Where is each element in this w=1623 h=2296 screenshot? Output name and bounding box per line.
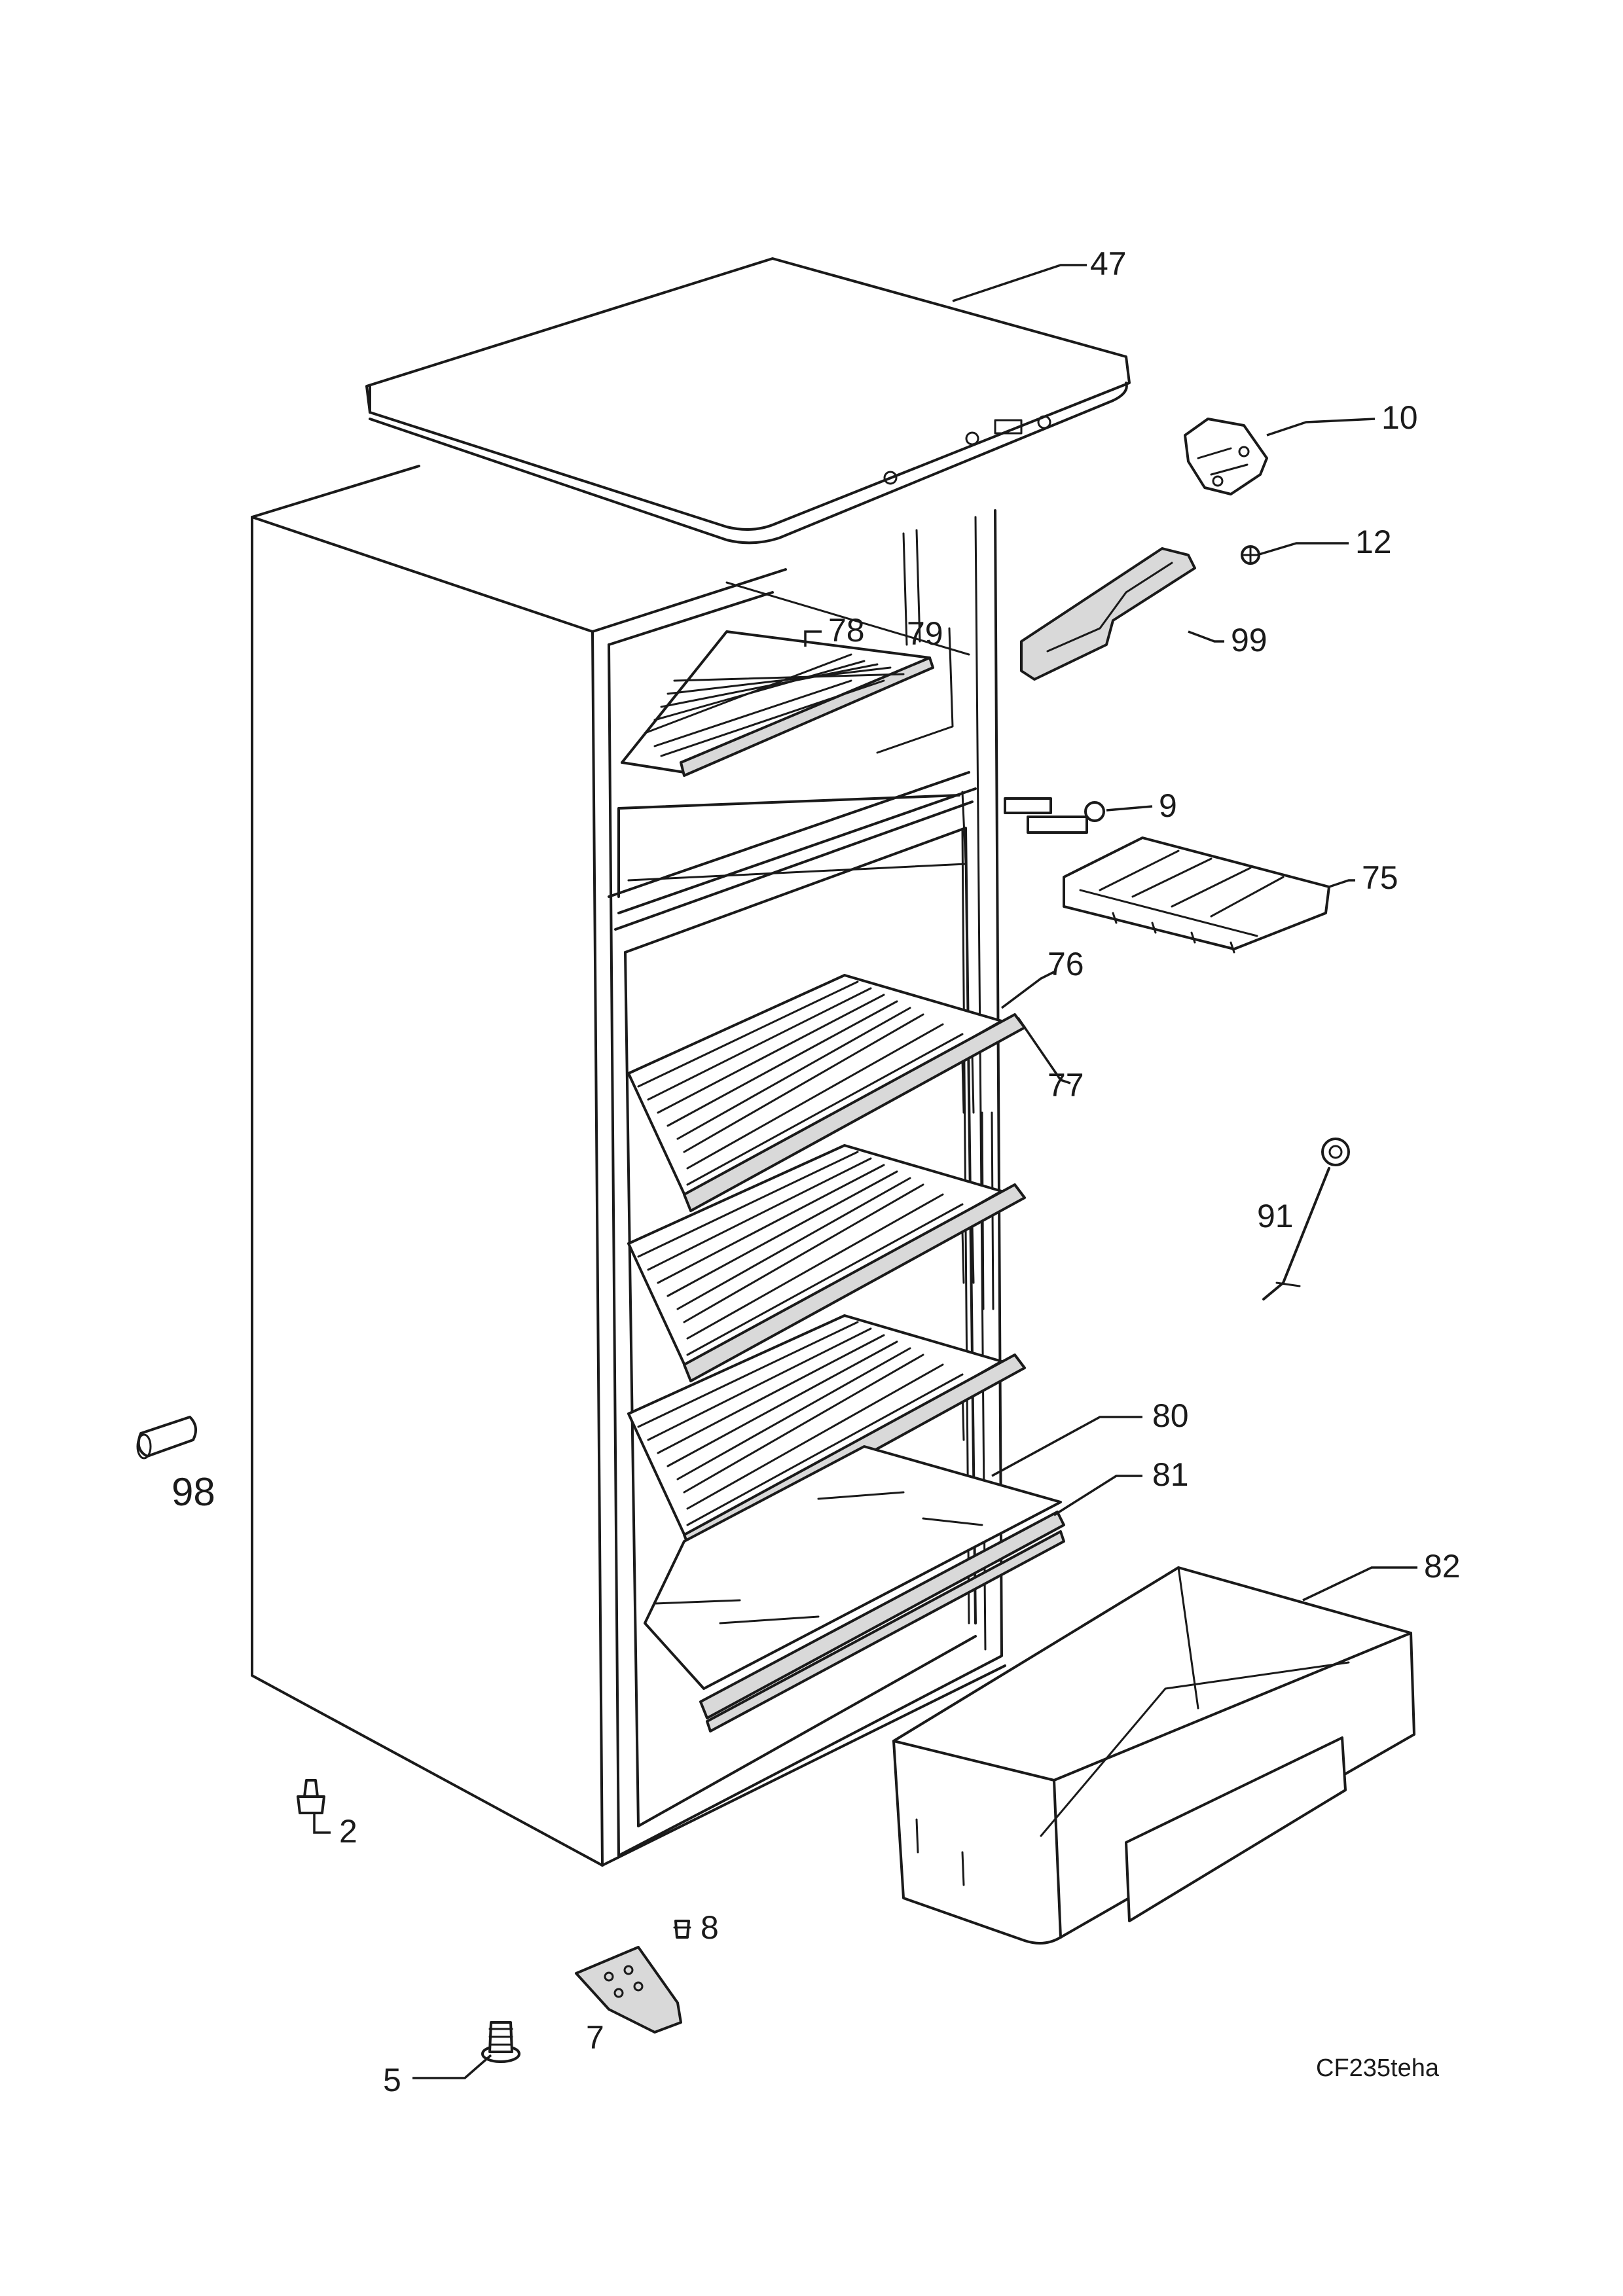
wire-shelf-top [627, 974, 1026, 1212]
callout-80: 80 [1152, 1397, 1189, 1434]
screw-part-8 [673, 1920, 691, 1939]
callout-79: 79 [907, 615, 943, 652]
callout-82: 82 [1424, 1548, 1461, 1585]
foot-part-2 [297, 1779, 325, 1814]
callout-5: 5 [383, 2062, 401, 2098]
wire-shelf-middle [627, 1144, 1026, 1382]
callout-77: 77 [1048, 1067, 1084, 1103]
callout-98: 98 [172, 1470, 215, 1514]
callout-75: 75 [1362, 859, 1398, 896]
hinge-part-9 [1004, 797, 1105, 834]
handle-part-99 [1020, 547, 1196, 681]
ice-tray-part [1063, 836, 1330, 954]
screw-part-12 [1241, 545, 1260, 565]
crisper-drawer [892, 1566, 1415, 1945]
callout-76: 76 [1048, 946, 1084, 982]
glass-shelf [644, 1445, 1065, 1732]
hinge-plate-part-7 [575, 1946, 682, 2034]
callout-78: 78 [828, 612, 865, 649]
callout-7: 7 [586, 2019, 604, 2056]
leader-lines [313, 264, 1417, 2079]
freezer-shelf [621, 630, 934, 777]
callout-81: 81 [1152, 1456, 1189, 1493]
callout-8: 8 [701, 1909, 719, 1946]
top-cover-part [365, 257, 1131, 545]
callout-91: 91 [1257, 1198, 1294, 1234]
adjustable-foot-part-5 [481, 2021, 520, 2063]
callout-12: 12 [1355, 524, 1392, 560]
sensor-probe-part [1262, 1138, 1350, 1300]
callout-99: 99 [1231, 622, 1267, 658]
callout-2: 2 [339, 1813, 357, 1850]
callout-10: 10 [1381, 399, 1418, 436]
cabinet-body [251, 465, 1006, 1867]
callout-9: 9 [1159, 787, 1177, 824]
roller-part-98 [136, 1416, 197, 1460]
drawing-code: CF235teha [1316, 2054, 1440, 2082]
callout-47: 47 [1090, 245, 1127, 282]
callout-labels: 47 10 12 99 78 79 9 75 76 77 91 80 81 82… [172, 245, 1461, 2098]
hinge-bracket-part [1184, 418, 1268, 495]
